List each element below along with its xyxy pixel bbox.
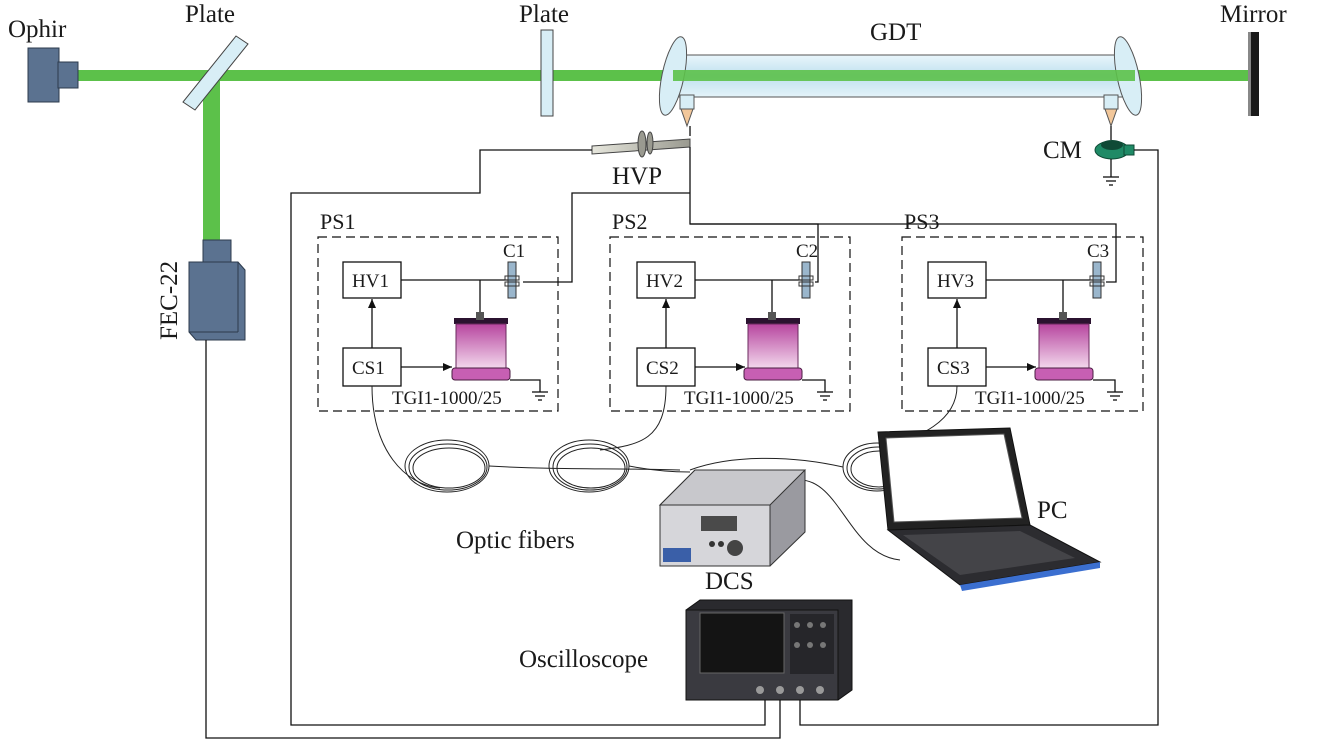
oscilloscope bbox=[685, 599, 853, 701]
ps2-label: PS2 bbox=[612, 209, 647, 234]
cm-ground-symbol bbox=[1103, 159, 1119, 186]
dcs-label: DCS bbox=[705, 568, 754, 595]
cs1-label: CS1 bbox=[352, 358, 385, 379]
hvp-label: HVP bbox=[612, 163, 662, 190]
hv1-box bbox=[342, 261, 402, 299]
dcs-controller bbox=[658, 469, 807, 567]
mirror bbox=[1248, 32, 1259, 116]
pc-laptop bbox=[877, 427, 1102, 591]
current-monitor bbox=[1094, 140, 1135, 160]
fec-22-photodetector bbox=[188, 239, 246, 341]
ps3-module bbox=[901, 236, 1144, 412]
hv1-label: HV1 bbox=[352, 271, 389, 292]
ps2-module bbox=[609, 236, 851, 412]
ps3-label: PS3 bbox=[904, 209, 939, 234]
gas-discharge-tube bbox=[658, 36, 1143, 128]
c2-label: C2 bbox=[796, 241, 818, 262]
hv2-box bbox=[636, 261, 696, 299]
tgi2-label: TGI1-1000/25 bbox=[684, 388, 794, 409]
cs2-label: CS2 bbox=[646, 358, 679, 379]
tgi1-label: TGI1-1000/25 bbox=[392, 388, 502, 409]
ophir-meter bbox=[27, 47, 79, 103]
hv2-label: HV2 bbox=[646, 271, 683, 292]
cs3-label: CS3 bbox=[937, 358, 970, 379]
ps1-label: PS1 bbox=[320, 209, 355, 234]
optic-fibers-label: Optic fibers bbox=[456, 527, 575, 554]
c1-label: C1 bbox=[503, 241, 525, 262]
hv-probe bbox=[591, 130, 691, 158]
optic-fibers bbox=[371, 385, 958, 561]
oscilloscope-label: Oscilloscope bbox=[519, 646, 648, 673]
signal-wiring bbox=[205, 126, 1159, 739]
hv3-box bbox=[927, 261, 987, 299]
ophir-label: Ophir bbox=[8, 16, 67, 43]
ps1-module bbox=[317, 236, 559, 412]
c3-label: C3 bbox=[1087, 241, 1109, 262]
cm-label: CM bbox=[1043, 137, 1082, 164]
cs3-box bbox=[927, 347, 987, 387]
window-plate bbox=[540, 29, 554, 117]
pc-label: PC bbox=[1037, 497, 1068, 524]
fec-label: FEC-22 bbox=[156, 261, 183, 340]
tgi3-label: TGI1-1000/25 bbox=[975, 388, 1085, 409]
beam-splitter-plate bbox=[182, 35, 249, 111]
plate-label-1: Plate bbox=[185, 1, 235, 28]
mirror-label: Mirror bbox=[1220, 1, 1287, 28]
plate-label-2: Plate bbox=[519, 1, 569, 28]
gdt-label: GDT bbox=[870, 19, 921, 46]
hv3-label: HV3 bbox=[937, 271, 974, 292]
